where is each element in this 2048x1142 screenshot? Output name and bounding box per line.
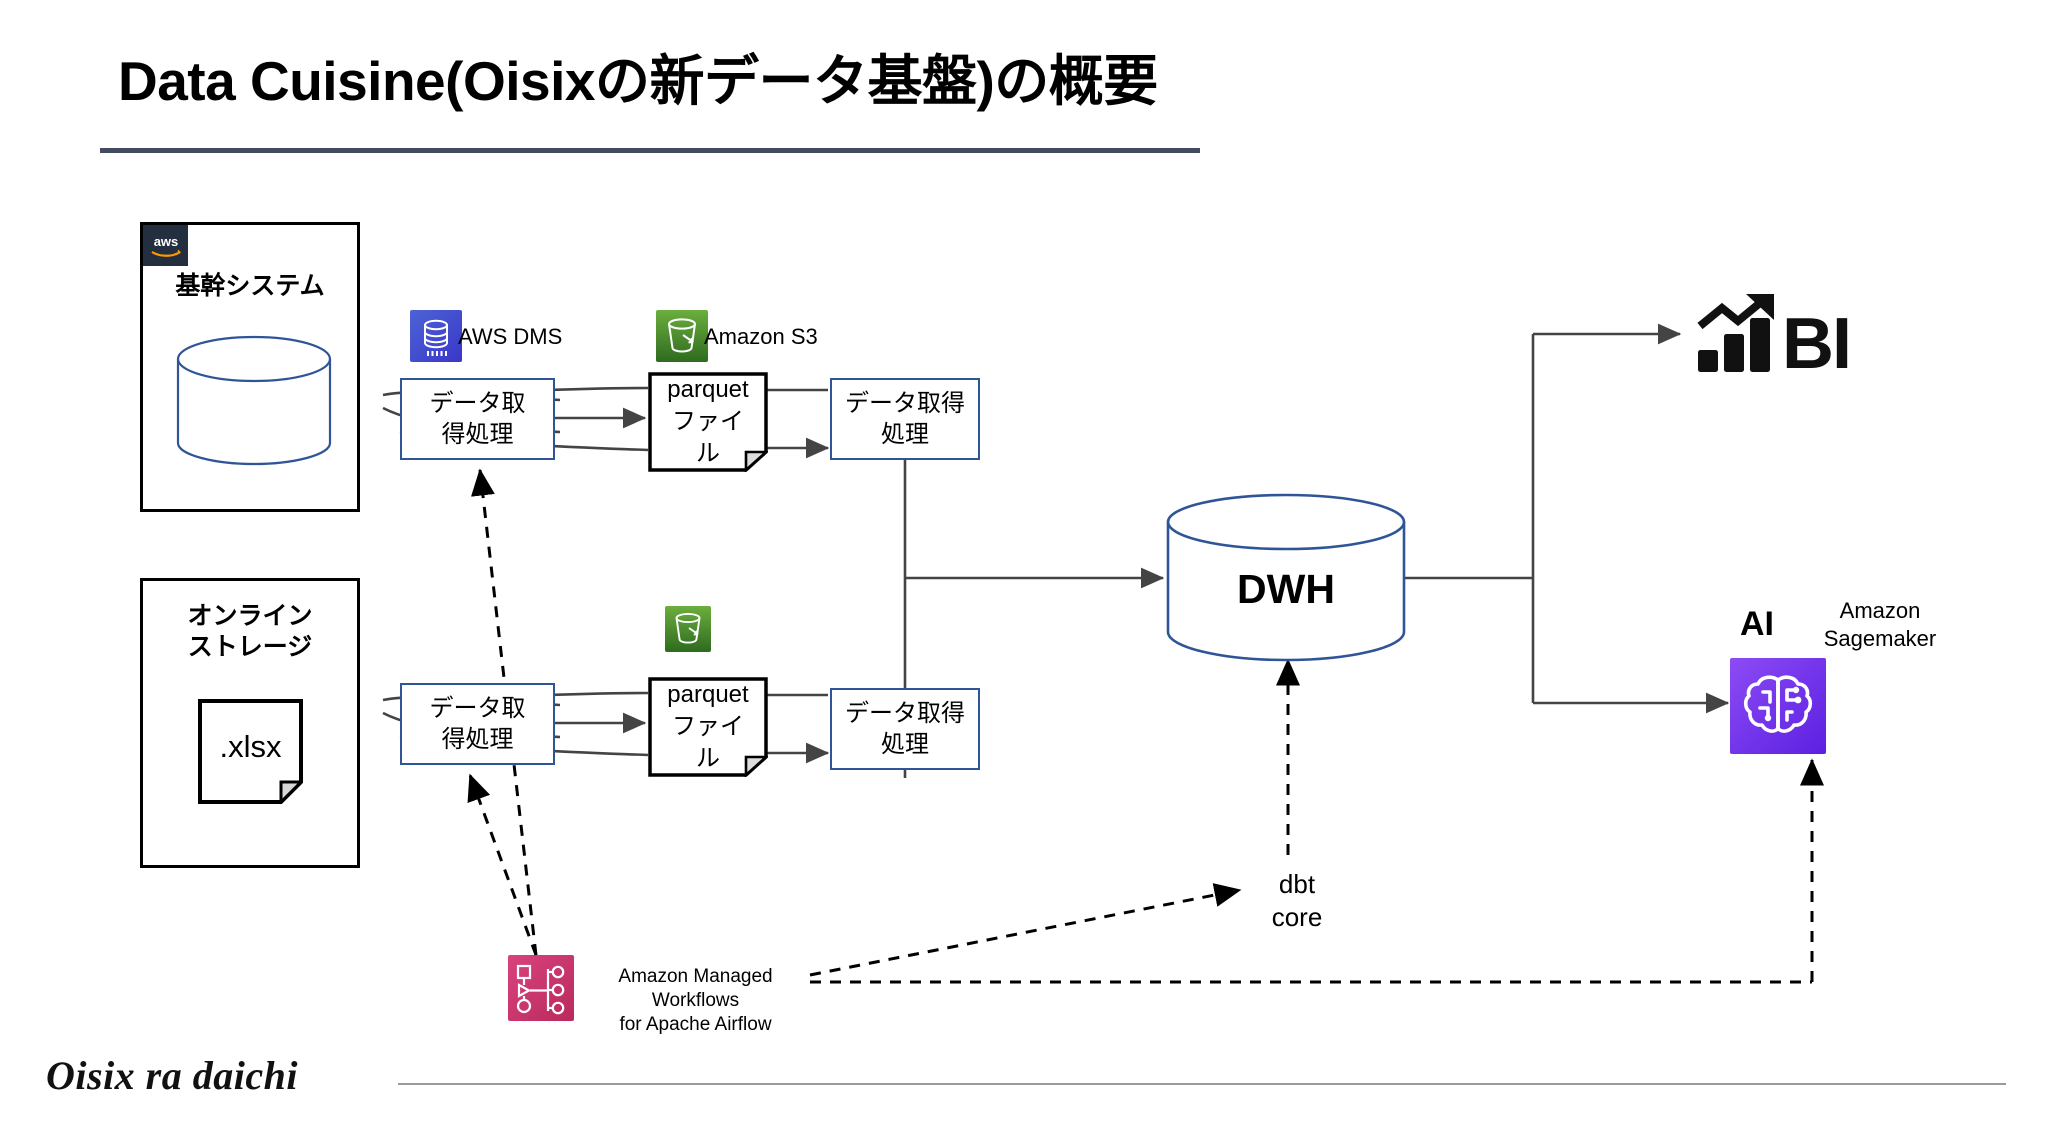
aws-dms-label: AWS DMS [458,324,563,349]
parquet-file-node-1: parquet ファイ ル [648,372,768,472]
bi-logo: BI [1696,294,1852,384]
amazon-s3-icon-row2 [665,606,711,652]
dwh-cylinder: DWH [1165,492,1407,664]
workflow-icon [516,964,565,1015]
title-divider [100,148,1200,153]
load-process-box-1: データ取得 処理 [830,378,980,460]
bi-label: BI [1782,303,1852,384]
amazon-s3-label: Amazon S3 [704,324,818,349]
dwh-label: DWH [1237,565,1335,612]
source-label-online-storage: オンライン ストレージ [187,602,313,662]
parquet-file-label-1: parquet ファイ ル [667,376,749,467]
bar-chart-up-icon [1697,294,1774,372]
source-box-core-system: aws 基幹システム [140,222,360,512]
aws-dms-icon [410,310,462,362]
ai-label: AI [1740,605,1774,643]
amazon-sagemaker-icon [1730,658,1826,754]
mwaa-icon [508,955,574,1021]
page-title: Data Cuisine(Oisixの新データ基盤)の概要 [118,50,1158,112]
ingest-process-box-1: データ取 得処理 [400,378,555,460]
load-process-box-2: データ取得 処理 [830,688,980,770]
xlsx-file-label: .xlsx [219,729,282,764]
mwaa-label: Amazon Managed Workflows for Apache Airf… [618,966,773,1035]
source-label-core-system: 基幹システム [175,272,325,300]
ingest-process-box-2: データ取 得処理 [400,683,555,765]
sagemaker-label: Amazon Sagemaker [1823,598,1937,651]
parquet-file-node-2: parquet ファイ ル [648,677,768,777]
amazon-s3-icon [656,310,708,362]
company-logo: Oisix ra daichi [46,1053,298,1098]
source-box-online-storage: オンライン ストレージ .xlsx [140,578,360,868]
aws-logo-icon: aws [143,225,188,266]
parquet-file-label-2: parquet ファイ ル [667,681,749,772]
footer-divider [398,1083,2006,1085]
xlsx-file-icon: .xlsx [198,699,303,804]
dbt-core-label: dbt core [1271,869,1323,933]
database-cylinder-icon [175,335,333,467]
svg-text:aws: aws [153,234,178,249]
brain-icon [1743,675,1813,733]
